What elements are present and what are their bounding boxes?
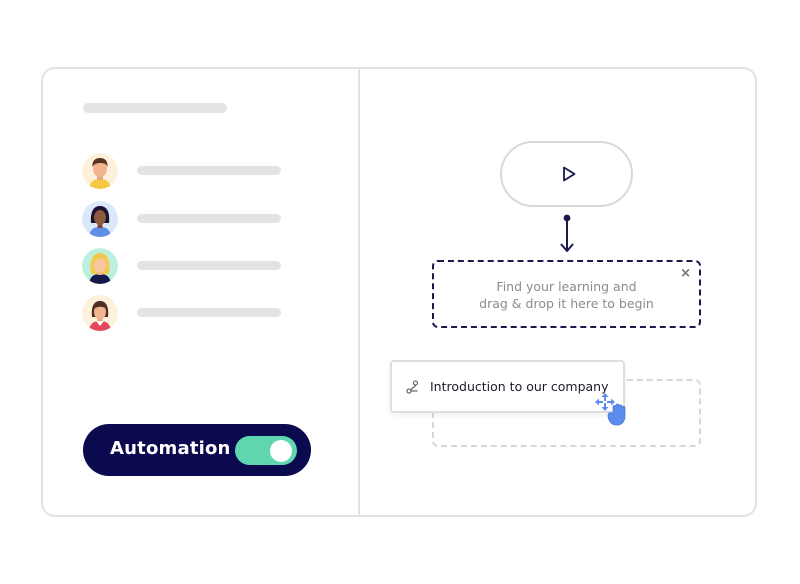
draggable-learning-item[interactable]: Introduction to our company <box>390 360 625 413</box>
avatar <box>82 153 118 189</box>
user-row[interactable] <box>82 153 282 189</box>
title-placeholder <box>83 103 227 113</box>
drop-zone[interactable]: Find your learning and drag & drop it he… <box>432 260 701 328</box>
connector-arrow-icon <box>560 214 574 252</box>
route-icon <box>406 380 419 394</box>
switch-knob[interactable] <box>270 439 292 462</box>
user-row[interactable] <box>82 201 282 237</box>
user-name-placeholder <box>137 214 281 223</box>
automation-label: Automation <box>110 438 231 459</box>
user-name-placeholder <box>137 261 281 270</box>
dropzone-line1: Find your learning and <box>496 279 637 294</box>
start-node[interactable] <box>500 141 633 207</box>
avatar <box>82 248 118 284</box>
automation-switch[interactable] <box>235 436 297 465</box>
play-icon <box>563 166 576 182</box>
panel-divider <box>358 69 360 515</box>
user-name-placeholder <box>137 166 281 175</box>
user-row[interactable] <box>82 295 282 331</box>
avatar <box>82 201 118 237</box>
user-row[interactable] <box>82 248 282 284</box>
avatar <box>82 295 118 331</box>
user-name-placeholder <box>137 308 281 317</box>
dropzone-line2: drag & drop it here to begin <box>479 296 654 311</box>
close-icon[interactable]: × <box>680 266 691 281</box>
learning-item-title: Introduction to our company <box>430 379 609 394</box>
move-cursor-icon <box>595 393 626 426</box>
automation-toggle[interactable]: Automation <box>83 424 311 476</box>
